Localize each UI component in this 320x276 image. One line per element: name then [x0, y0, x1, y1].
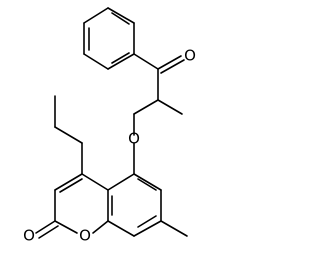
ketone-oxygen-label: O — [184, 47, 196, 65]
phenyl-ring — [83, 7, 135, 70]
chromenone-core — [35, 142, 162, 239]
ether-oxygen-label: O — [128, 130, 140, 148]
propyl-chain — [54, 95, 83, 175]
chemical-structure-diagram: O O O O — [23, 7, 196, 245]
side-chain — [133, 53, 185, 136]
methyl-substituent — [160, 220, 188, 237]
ring-oxygen-label: O — [79, 227, 91, 245]
carbonyl-oxygen-label: O — [23, 227, 35, 245]
